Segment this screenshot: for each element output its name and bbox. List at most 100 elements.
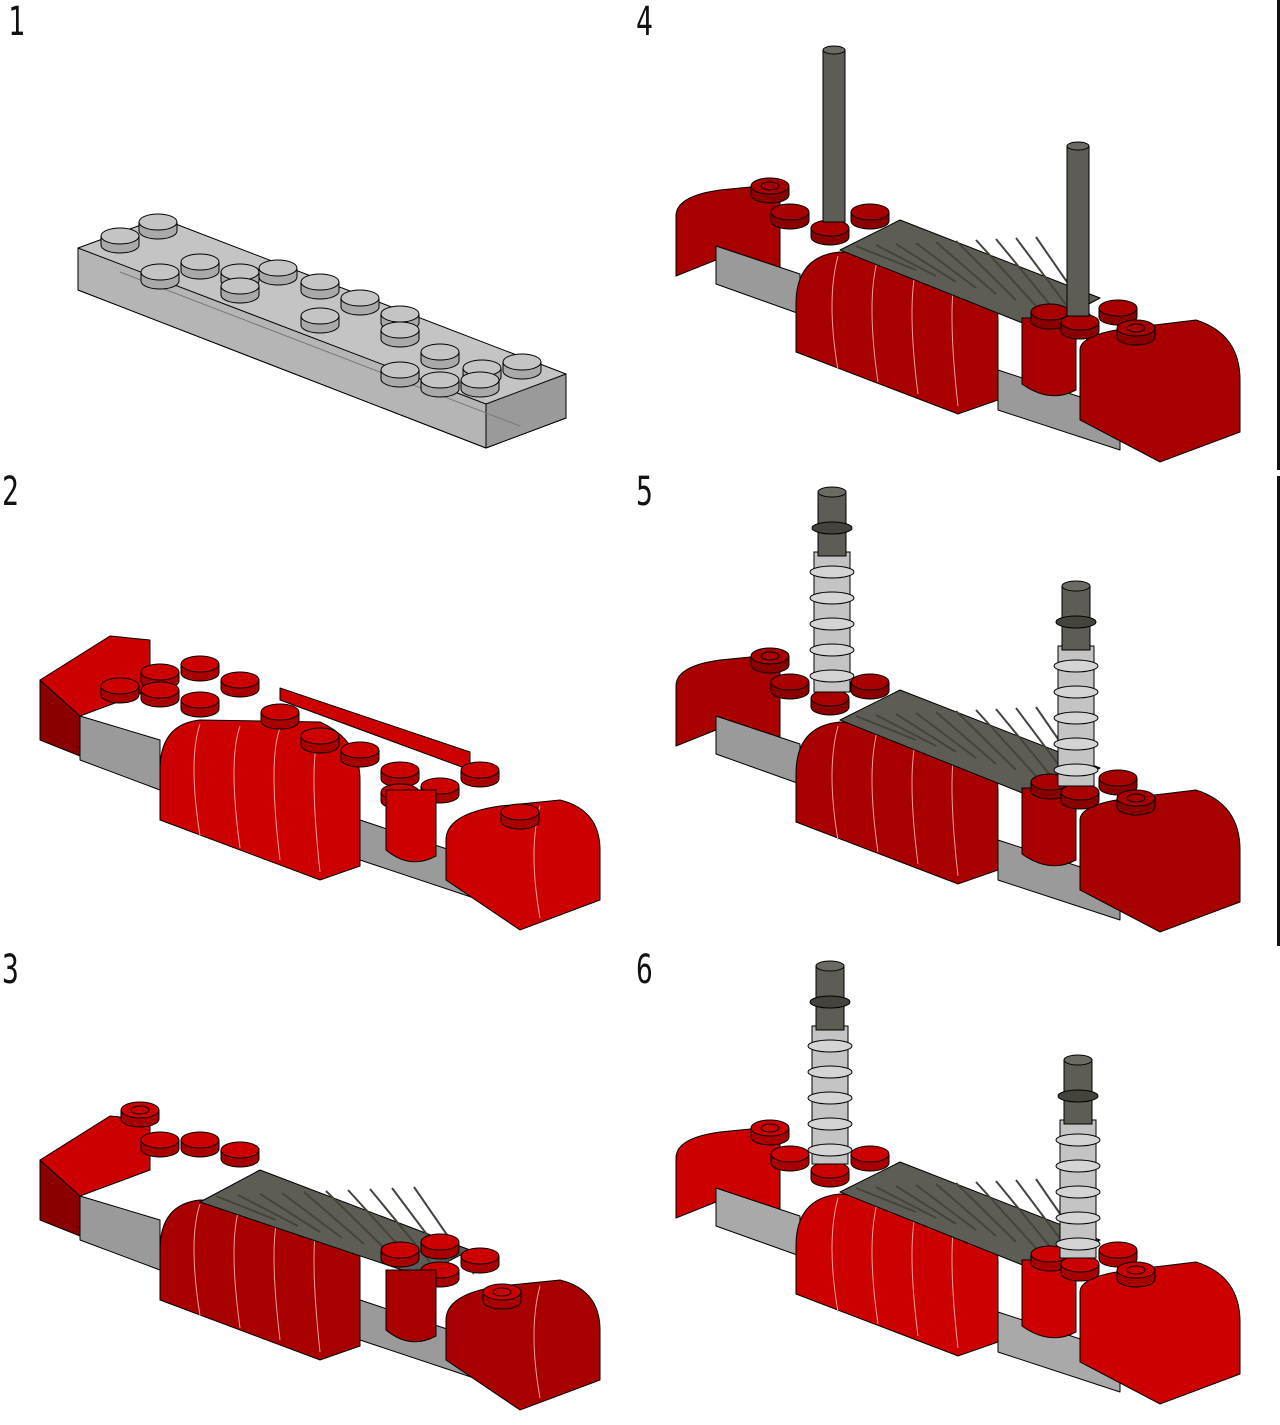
plate-end [485,373,567,449]
stud-hole [492,1287,512,1297]
stud [300,273,340,291]
stud [770,673,810,691]
slope-seam [193,723,201,837]
connector-ring [809,669,855,683]
pin-collar [811,521,853,535]
pin-collar [1057,1089,1099,1103]
gray-channel-right [997,369,1121,451]
grille-line [955,1182,1017,1243]
connector-ring [809,591,855,605]
stud [460,1247,500,1265]
connector-ring [807,1065,853,1079]
connector-ring [1055,1185,1101,1199]
connector-ring [807,1091,853,1105]
grille-line [915,1184,977,1231]
bar [1066,145,1090,317]
stud [220,671,260,689]
stud [1116,319,1156,337]
stud [100,227,140,245]
step-3-grille [39,1101,601,1411]
stud [180,655,220,673]
grille-line [875,714,937,747]
stud [500,803,540,821]
step-2-red-slopes [39,635,601,931]
grille-line [855,1187,917,1213]
step-number-2: 2 [2,469,19,515]
connector-ring [1055,1237,1101,1251]
stud [220,277,260,295]
stud [850,203,890,221]
grille-tile [839,1161,1101,1273]
step-number-1: 1 [8,0,25,45]
connector-ring [1053,685,1099,699]
slope-seam [871,727,879,853]
grille-line [975,239,1037,307]
round-brick [385,1269,437,1343]
stud [460,761,500,779]
stud [420,1233,460,1251]
connector-ring [1055,1133,1101,1147]
grille-line [855,715,917,741]
connector-ring [809,617,855,631]
stud [380,321,420,339]
grille-line [935,711,997,765]
connector-ring [809,565,855,579]
slope-seam [871,1199,879,1325]
slope-seam [273,727,281,861]
grille-line [875,244,937,277]
grille-line [303,1191,365,1245]
stud [140,1131,180,1149]
grille-line [995,708,1057,783]
grille-line [855,245,917,271]
slope-seam [233,725,241,849]
slope-seam [533,1285,541,1399]
stud [380,761,420,779]
stud [300,307,340,325]
round-brick [385,789,437,863]
gray-channel-left [79,1195,161,1271]
stud [258,259,298,277]
connector-ring [807,1039,853,1053]
stud [140,263,180,281]
connector-ring [809,643,855,657]
grille-line [895,1185,957,1225]
right-end-slope [445,1279,601,1411]
connector-ring [1053,737,1099,751]
pin-top [1061,580,1091,592]
stud [482,1283,522,1301]
stud [220,1141,260,1159]
connector-ring [807,1117,853,1131]
grille-tile [839,689,1101,801]
connector-ring [1053,659,1099,673]
grille-line [935,241,997,295]
slope-seam [831,255,839,371]
slope-seam [831,1197,839,1313]
gray-channel-right [997,1311,1121,1393]
stud [120,1101,160,1119]
step-4-bars [675,45,1241,463]
stud [180,691,220,709]
stud [138,213,178,231]
stud-hole [1126,1265,1146,1275]
stud-hole [760,1123,780,1133]
grille-line [369,1188,431,1263]
frame-edge-right-2 [1277,476,1280,946]
stud [502,353,542,371]
step-5-connectors [675,486,1241,933]
step-number-3: 3 [2,947,19,993]
step-number-4: 4 [636,0,653,45]
grille-line [237,1194,299,1227]
connector-ring [1055,1159,1101,1173]
grille-line [915,242,977,289]
pin-top [817,486,847,498]
connector-ring [1055,1211,1101,1225]
stud [140,681,180,699]
stud [750,177,790,195]
connector-ring [1053,763,1099,777]
grille-line [975,709,1037,777]
grille-line [215,1195,277,1221]
stud [460,371,500,389]
stud [750,647,790,665]
